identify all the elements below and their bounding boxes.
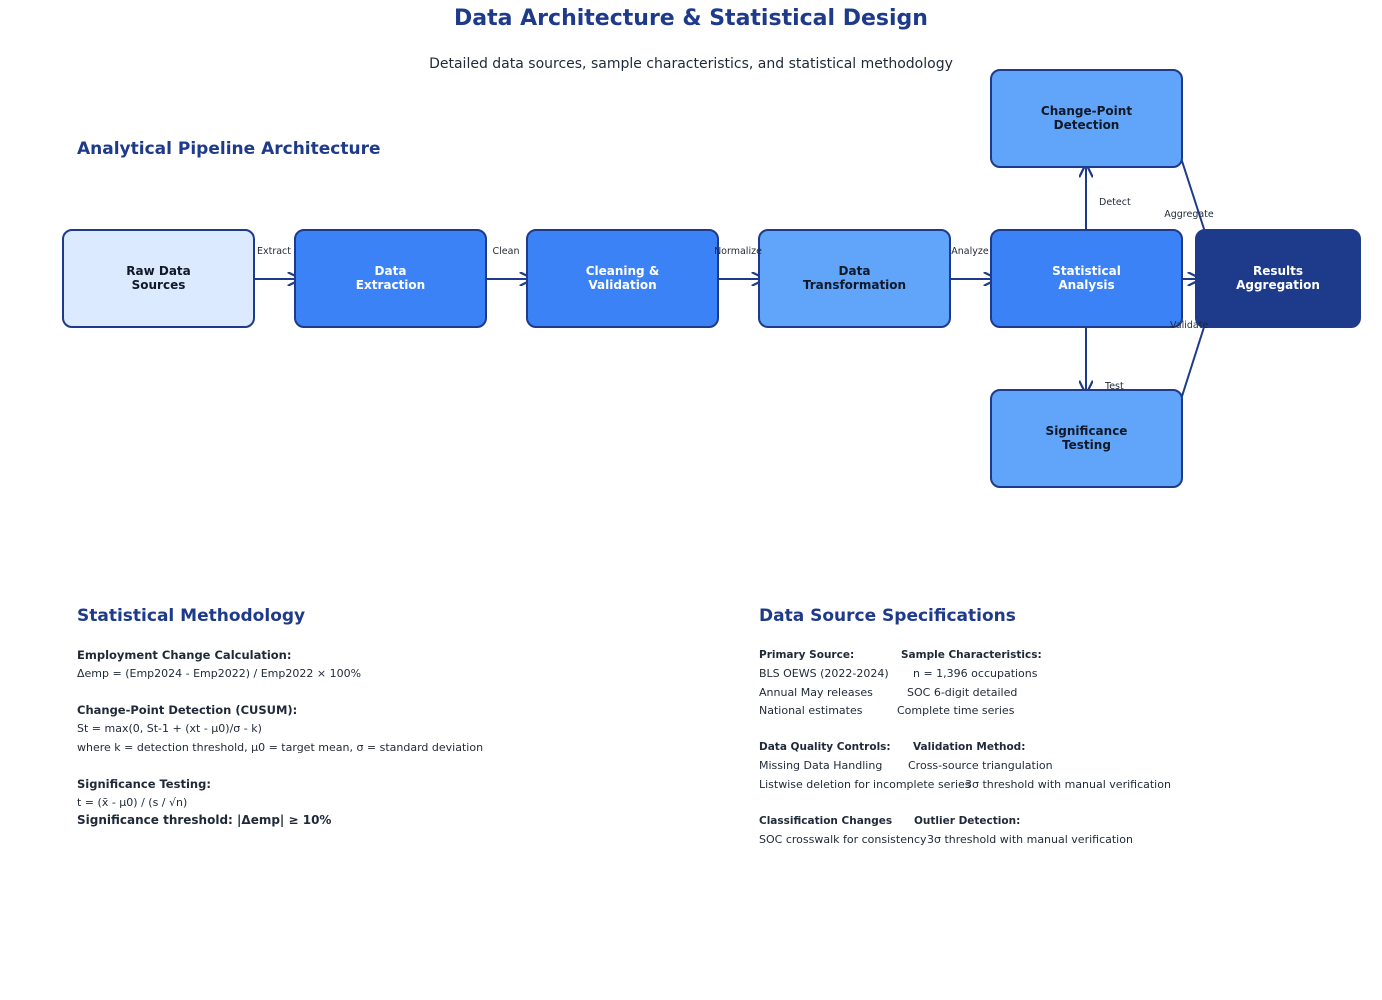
page-subtitle: Detailed data sources, sample characteri…	[429, 56, 953, 72]
node-stat-line2: Analysis	[1058, 278, 1114, 292]
edge-label-clean: Clean	[493, 246, 520, 257]
node-sig-line2: Testing	[1062, 438, 1111, 452]
node-stat-line1: Statistical	[1052, 264, 1121, 278]
sample-char-title: Sample Characteristics:	[901, 649, 1042, 661]
node-transform-line2: Transformation	[803, 278, 906, 292]
sig-testing-formula: t = (x̄ - μ0) / (s / √n)	[77, 796, 188, 809]
cusum-formula: St = max(0, St-1 + (xt - μ0)/σ - k)	[77, 722, 262, 735]
pipeline-heading: Analytical Pipeline Architecture	[77, 139, 381, 159]
edge-label-validate: Validate	[1170, 320, 1208, 331]
node-raw-line2: Sources	[132, 278, 186, 292]
outlier-1: 3σ threshold with manual verification	[927, 833, 1133, 846]
node-clean-line1: Cleaning &	[586, 264, 660, 278]
node-raw-data-sources: Raw Data Sources	[62, 229, 255, 328]
quality-controls-title: Data Quality Controls:	[759, 741, 891, 753]
node-raw-line1: Raw Data	[126, 264, 191, 278]
edge-label-test: Test	[1104, 381, 1124, 392]
emp-change-formula: Δemp = (Emp2024 - Emp2022) / Emp2022 × 1…	[77, 667, 362, 680]
sources-heading: Data Source Specifications	[759, 606, 1016, 626]
node-transform-line1: Data	[839, 264, 871, 278]
node-sig-line1: Significance	[1046, 424, 1128, 438]
node-cpd-line2: Detection	[1054, 118, 1120, 132]
sig-testing-title: Significance Testing:	[77, 777, 211, 791]
validation-method-title: Validation Method:	[913, 741, 1026, 753]
sample-char-3: Complete time series	[897, 704, 1015, 717]
cusum-where: where k = detection threshold, μ0 = targ…	[77, 741, 484, 754]
emp-change-title: Employment Change Calculation:	[77, 648, 292, 662]
node-cleaning-validation: Cleaning & Validation	[526, 229, 719, 328]
edge-label-normalize: Normalize	[714, 246, 762, 257]
edge-label-aggregate: Aggregate	[1164, 209, 1214, 220]
quality-controls-1: Missing Data Handling	[759, 759, 883, 772]
primary-source-title: Primary Source:	[759, 649, 855, 661]
cusum-title: Change-Point Detection (CUSUM):	[77, 703, 298, 717]
methodology-heading: Statistical Methodology	[77, 606, 306, 626]
page-title: Data Architecture & Statistical Design	[454, 6, 928, 31]
quality-controls-2: Listwise deletion for incomplete series	[759, 778, 971, 791]
node-results-aggregation: Results Aggregation	[1195, 229, 1361, 328]
validation-method-2: 3σ threshold with manual verification	[965, 778, 1171, 791]
node-extract-line2: Extraction	[356, 278, 425, 292]
node-statistical-analysis: Statistical Analysis	[990, 229, 1183, 328]
pipeline-diagram: Raw Data Sources Data Extraction Cleanin…	[62, 69, 1361, 488]
sample-char-1: n = 1,396 occupations	[913, 667, 1038, 680]
primary-source-3: National estimates	[759, 704, 863, 717]
validation-method-1: Cross-source triangulation	[908, 759, 1053, 772]
node-cpd-line1: Change-Point	[1041, 104, 1132, 118]
sig-threshold: Significance threshold: |Δemp| ≥ 10%	[77, 813, 332, 827]
edge-label-analyze: Analyze	[951, 246, 989, 257]
node-results-line1: Results	[1253, 264, 1303, 278]
node-clean-line2: Validation	[588, 278, 656, 292]
classification-title: Classification Changes	[759, 815, 893, 827]
node-change-point-detection: Change-Point Detection	[990, 69, 1183, 168]
node-data-extraction: Data Extraction	[294, 229, 487, 328]
primary-source-2: Annual May releases	[759, 686, 873, 699]
classification-1: SOC crosswalk for consistency	[759, 833, 927, 846]
outlier-title: Outlier Detection:	[914, 815, 1021, 827]
edge-label-detect: Detect	[1099, 197, 1131, 208]
edge-label-extract: Extract	[257, 246, 291, 257]
primary-source-1: BLS OEWS (2022-2024)	[759, 667, 889, 680]
node-significance-testing: Significance Testing	[990, 389, 1183, 488]
sample-char-2: SOC 6-digit detailed	[907, 686, 1018, 699]
node-results-line2: Aggregation	[1236, 278, 1320, 292]
node-extract-line1: Data	[375, 264, 407, 278]
node-data-transformation: Data Transformation	[758, 229, 951, 328]
